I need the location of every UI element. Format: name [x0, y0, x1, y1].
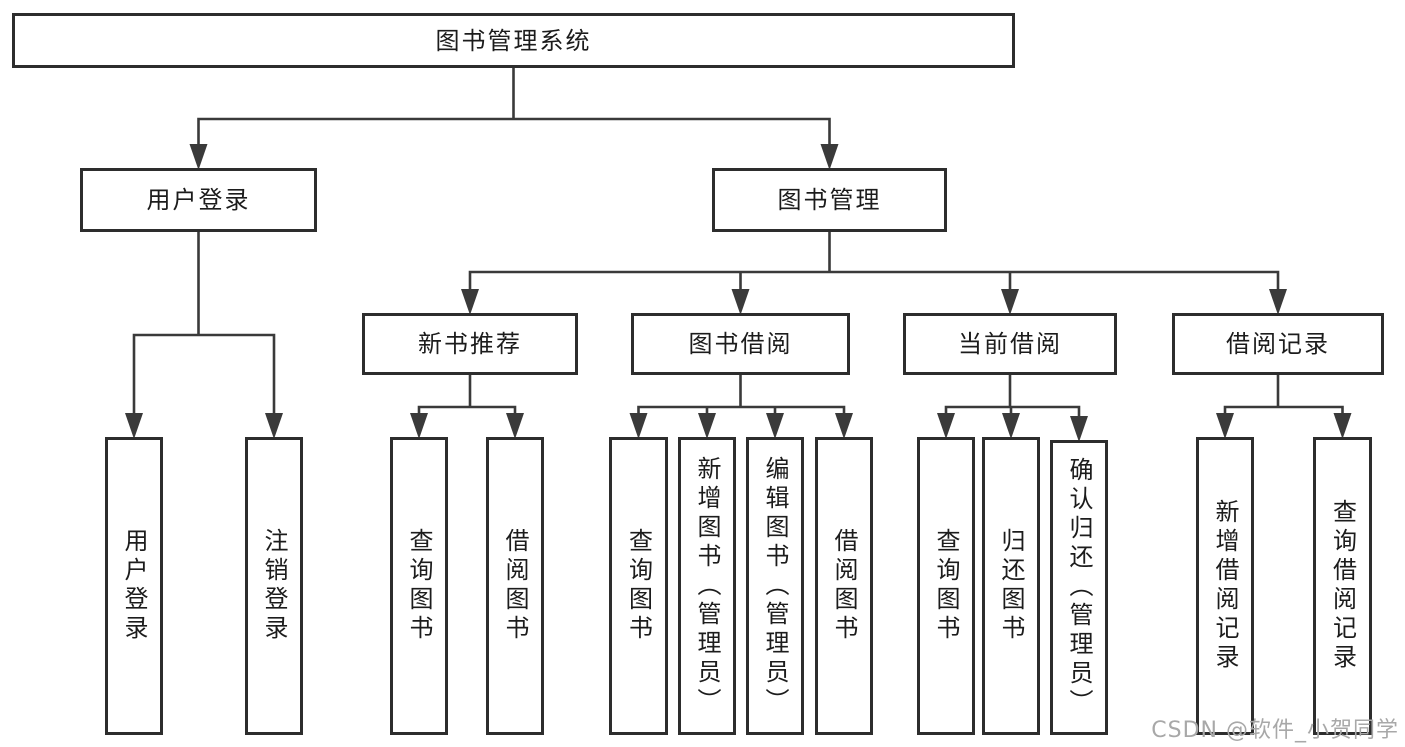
arrowhead-into-leaf-borrow-book-1 — [506, 413, 524, 439]
node-root: 图书管理系统 — [12, 13, 1015, 68]
node-label-leaf-add-borrow-record: 新增借阅记录 — [1211, 499, 1239, 673]
node-label-leaf-borrow-book-1: 借阅图书 — [501, 528, 529, 644]
node-new-book-recommend: 新书推荐 — [362, 313, 578, 375]
edge-from-borrow-records — [1223, 371, 1344, 435]
arrowhead-into-leaf-query-book-3 — [937, 413, 955, 439]
arrowhead-into-leaf-confirm-return — [1070, 416, 1088, 442]
edge-from-new-book-recommend — [417, 371, 517, 435]
node-label-leaf-add-book: 新增图书（管理员） — [693, 455, 721, 717]
arrowhead-into-leaf-borrow-book-2 — [835, 413, 853, 439]
node-label-leaf-confirm-return: 确认归还（管理员） — [1065, 457, 1093, 718]
node-leaf-query-book-3: 查询图书 — [917, 437, 975, 735]
arrowhead-into-user-login — [189, 144, 208, 170]
node-label-book-borrow: 图书借阅 — [688, 330, 793, 358]
node-user-login: 用户登录 — [80, 168, 317, 232]
node-label-new-book-recommend: 新书推荐 — [418, 330, 522, 358]
arrowhead-into-leaf-query-book-1 — [410, 413, 428, 439]
arrowhead-into-current-borrow — [1001, 289, 1019, 315]
arrowhead-into-leaf-add-borrow-record — [1216, 413, 1234, 439]
node-borrow-records: 借阅记录 — [1172, 313, 1384, 375]
arrowhead-into-borrow-records — [1269, 289, 1287, 315]
node-leaf-borrow-book-2: 借阅图书 — [815, 437, 873, 735]
node-label-leaf-edit-book: 编辑图书（管理员） — [761, 455, 789, 717]
arrowhead-into-leaf-query-book-2 — [629, 413, 648, 439]
node-label-leaf-query-book-1: 查询图书 — [405, 528, 433, 644]
node-label-leaf-user-login: 用户登录 — [120, 528, 148, 644]
arrowhead-into-book-borrow — [731, 289, 750, 315]
node-book-management: 图书管理 — [712, 168, 947, 232]
node-leaf-borrow-book-1: 借阅图书 — [486, 437, 544, 735]
edge-from-book-management — [468, 228, 1280, 311]
watermark-text: CSDN @软件_小贺同学 — [1151, 718, 1399, 743]
node-label-book-management: 图书管理 — [777, 186, 882, 214]
node-leaf-query-borrow-record: 查询借阅记录 — [1313, 437, 1372, 735]
node-label-current-borrow: 当前借阅 — [958, 330, 1062, 358]
arrowhead-into-leaf-query-borrow-record — [1333, 413, 1352, 439]
edge-from-book-borrow — [637, 371, 846, 435]
node-label-leaf-logout: 注销登录 — [260, 528, 288, 644]
arrowhead-into-leaf-logout — [265, 413, 283, 439]
arrowhead-into-leaf-return-book — [1002, 413, 1020, 439]
node-leaf-edit-book: 编辑图书（管理员） — [746, 437, 804, 735]
edge-from-user-login — [132, 228, 276, 435]
arrowhead-into-new-book-recommend — [461, 289, 479, 315]
node-current-borrow: 当前借阅 — [903, 313, 1117, 375]
edge-from-root — [197, 64, 831, 166]
node-label-leaf-borrow-book-2: 借阅图书 — [830, 528, 858, 644]
node-leaf-user-login: 用户登录 — [105, 437, 163, 735]
node-leaf-query-book-2: 查询图书 — [609, 437, 668, 735]
node-label-user-login: 用户登录 — [146, 186, 251, 214]
node-label-borrow-records: 借阅记录 — [1226, 330, 1330, 358]
node-leaf-confirm-return: 确认归还（管理员） — [1050, 440, 1108, 735]
node-label-root: 图书管理系统 — [435, 26, 592, 55]
arrowhead-into-leaf-edit-book — [766, 413, 784, 439]
node-label-leaf-query-book-2: 查询图书 — [624, 528, 653, 644]
node-label-leaf-return-book: 归还图书 — [997, 528, 1025, 644]
node-label-leaf-query-borrow-record: 查询借阅记录 — [1328, 499, 1357, 673]
node-leaf-return-book: 归还图书 — [982, 437, 1040, 735]
node-book-borrow: 图书借阅 — [631, 313, 850, 375]
arrowhead-into-leaf-user-login — [125, 413, 143, 439]
node-leaf-logout: 注销登录 — [245, 437, 303, 735]
node-label-leaf-query-book-3: 查询图书 — [932, 528, 960, 644]
arrowhead-into-book-management — [820, 144, 839, 170]
arrowhead-into-leaf-add-book — [698, 413, 716, 439]
node-leaf-query-book-1: 查询图书 — [390, 437, 448, 735]
node-leaf-add-book: 新增图书（管理员） — [678, 437, 736, 735]
node-leaf-add-borrow-record: 新增借阅记录 — [1196, 437, 1254, 735]
